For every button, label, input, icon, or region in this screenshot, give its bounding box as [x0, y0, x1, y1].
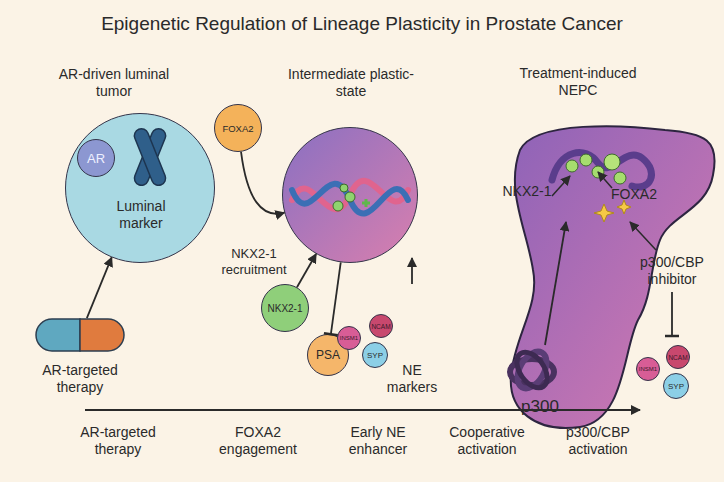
- cell-circle: Intermediate plastic-state: [282, 127, 418, 263]
- node-text: SYP: [664, 374, 688, 398]
- drug-capsule: AR-targeted therapy: [35, 318, 125, 352]
- node-text: NCAM: [667, 346, 689, 368]
- arrow-connector: [87, 257, 112, 318]
- edge-label: NKX2-1 recruitment: [209, 246, 299, 278]
- node-text: Luminal marker: [101, 198, 181, 232]
- node-text: AR: [78, 140, 114, 176]
- stage-heading: AR-driven luminal tumor: [49, 66, 179, 100]
- cell-circle: AR-driven luminal tumorLuminal markerAR: [65, 113, 215, 263]
- cell-outline-path: [511, 126, 715, 428]
- receptor-circle: AR: [77, 139, 115, 177]
- stage-heading: Treatment-induced NEPC: [508, 65, 648, 99]
- marker-circle: INSM1: [337, 326, 361, 350]
- annotation-label: FOXA2: [604, 186, 664, 203]
- marker-circle: NCAM: [666, 345, 690, 369]
- diagram-title: Epigenetic Regulation of Lineage Plastic…: [0, 13, 724, 35]
- node-text: SYP: [363, 343, 387, 367]
- node-text: AR-targeted therapy: [30, 362, 130, 396]
- arrow-connector: [241, 152, 284, 214]
- upregulation-arrow: [411, 258, 413, 284]
- node-text: INSM1: [338, 327, 360, 349]
- annotation-label: p300/CBP inhibitor: [632, 254, 712, 288]
- arrow-connector: [297, 254, 316, 287]
- timeline-label: Cooperative activation: [437, 424, 537, 458]
- node-text: INSM1: [637, 358, 659, 380]
- factor-circle: NKX2-1: [261, 284, 309, 332]
- node-text: NCAM: [370, 315, 392, 337]
- node-text: FOXA2: [215, 105, 261, 151]
- annotation-label: NKX2-1: [497, 183, 557, 200]
- inhibition-connector: [331, 262, 341, 334]
- inhibition-line: [671, 292, 673, 336]
- marker-circle: SYP: [362, 342, 388, 368]
- marker-circle: NCAM: [369, 314, 393, 338]
- annotation-label: NE markers: [377, 362, 447, 396]
- annotation-label: p300: [510, 398, 570, 415]
- timeline-label: FOXA2 engagement: [208, 424, 308, 458]
- marker-circle: SYP: [663, 373, 689, 399]
- timeline-label: AR-targeted therapy: [68, 424, 168, 458]
- factor-circle: FOXA2: [214, 104, 262, 152]
- marker-circle: INSM1: [636, 357, 660, 381]
- node-text: NKX2-1: [262, 285, 308, 331]
- timeline-label: Early NE enhancer: [328, 424, 428, 458]
- stage-heading: Intermediate plastic-state: [286, 66, 416, 100]
- capsule-half: [36, 319, 80, 351]
- capsule-half: [80, 319, 124, 351]
- timeline-label: p300/CBP activation: [548, 424, 648, 458]
- capsule-shape: [35, 318, 125, 352]
